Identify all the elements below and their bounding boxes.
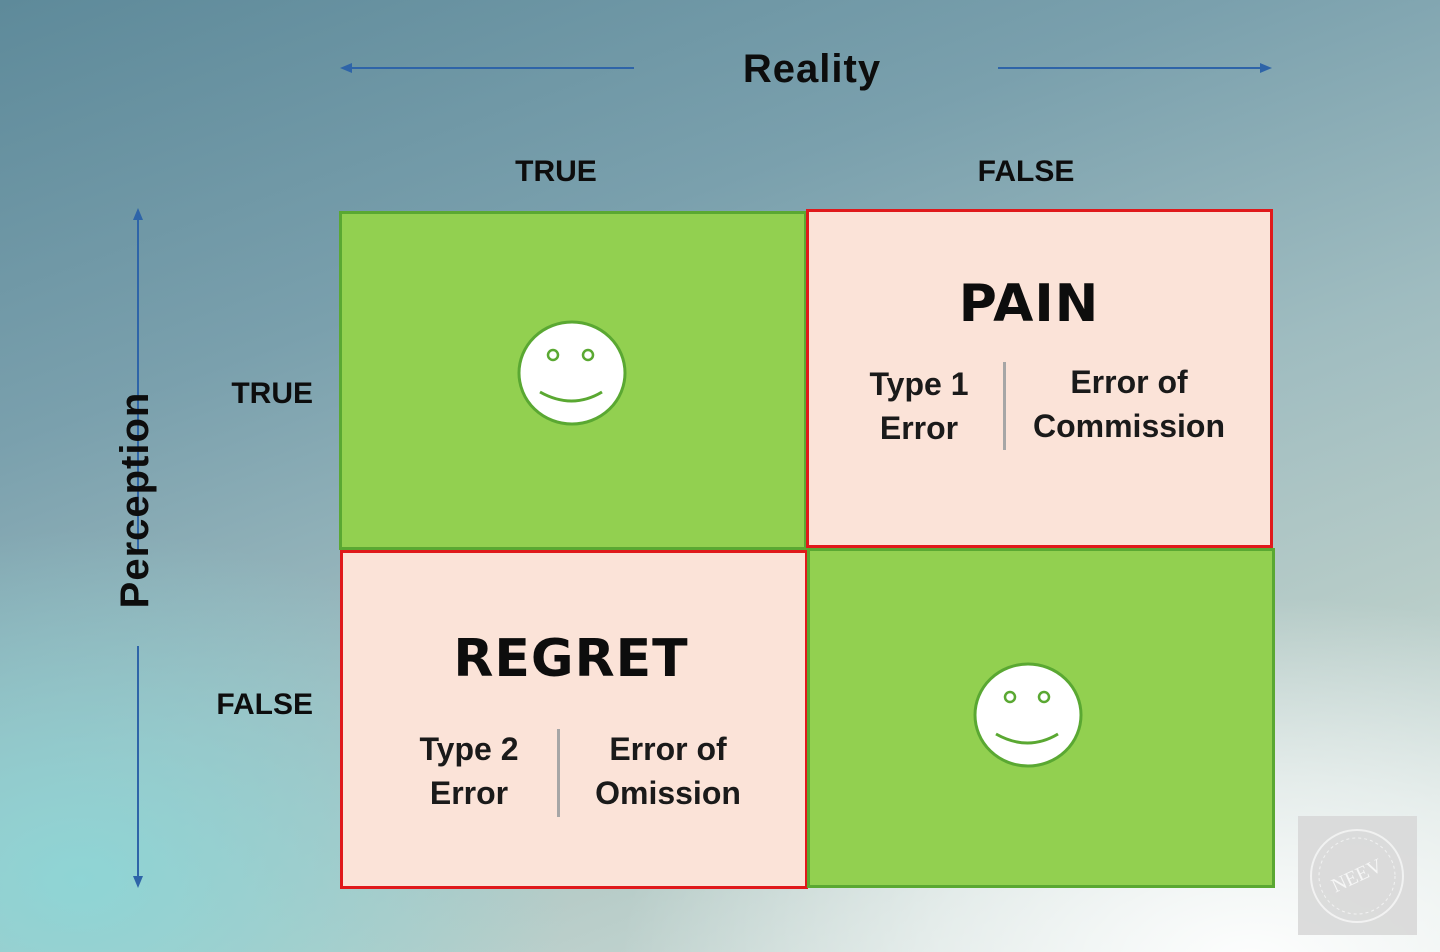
row-label-true: TRUE xyxy=(231,377,313,410)
regret-type-line2: Error xyxy=(429,775,509,811)
reality-right-arrow xyxy=(998,63,1272,73)
reality-axis-title: Reality xyxy=(742,47,882,91)
smiley-face-icon xyxy=(517,320,627,426)
row-label-false: FALSE xyxy=(216,688,313,721)
regret-divider xyxy=(557,729,560,817)
cell-pain: PAIN Type 1 Error Error of Commission xyxy=(806,209,1273,548)
cell-false-false xyxy=(807,548,1275,888)
pain-title: PAIN xyxy=(958,274,1100,334)
cell-regret: REGRET Type 2 Error Error of Omission xyxy=(340,550,808,889)
pain-type-line1: Type 1 xyxy=(869,366,969,402)
perception-arrows xyxy=(133,208,143,888)
reality-arrows xyxy=(340,63,1272,73)
smiley-face-icon xyxy=(973,662,1083,768)
svg-text:NEEV: NEEV xyxy=(1328,855,1386,898)
regret-title: REGRET xyxy=(453,629,689,689)
regret-desc-line1: Error of xyxy=(609,731,727,767)
pain-desc-line1: Error of xyxy=(1070,364,1188,400)
neev-logo-watermark: NEEV xyxy=(1298,816,1417,935)
perception-up-arrow xyxy=(133,208,143,550)
perception-axis-label: Perception xyxy=(113,391,157,609)
regret-type-line1: Type 2 xyxy=(419,731,519,767)
neev-seal-icon: NEEV xyxy=(1310,829,1404,923)
column-label-false: FALSE xyxy=(977,155,1075,188)
pain-divider xyxy=(1003,362,1006,450)
column-label-true: TRUE xyxy=(515,155,597,188)
pain-desc-line2: Commission xyxy=(1032,408,1226,444)
cell-true-true xyxy=(339,211,807,550)
pain-type-line2: Error xyxy=(879,410,959,446)
perception-down-arrow xyxy=(133,646,143,888)
regret-desc-line2: Omission xyxy=(595,775,741,811)
reality-left-arrow xyxy=(340,63,634,73)
